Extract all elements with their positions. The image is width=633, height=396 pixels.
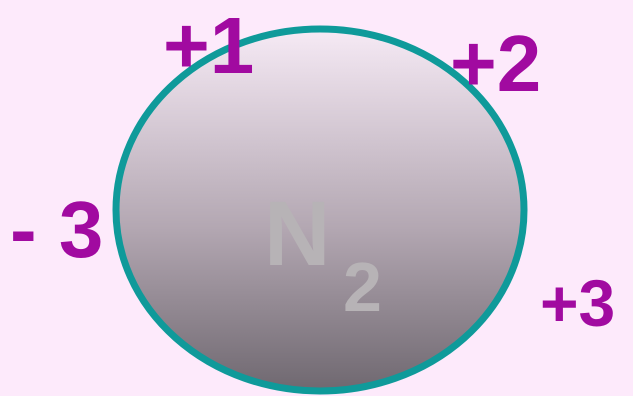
oxidation-state-bottom-right: +3 <box>540 266 616 340</box>
oxidation-state-top-left: +1 <box>163 1 255 90</box>
formula-element: N <box>264 183 331 285</box>
oxidation-state-top-right: +2 <box>450 19 542 108</box>
molecule-ellipse <box>112 25 528 395</box>
oxidation-state-left: - 3 <box>10 185 104 274</box>
formula-subscript: 2 <box>343 248 382 326</box>
